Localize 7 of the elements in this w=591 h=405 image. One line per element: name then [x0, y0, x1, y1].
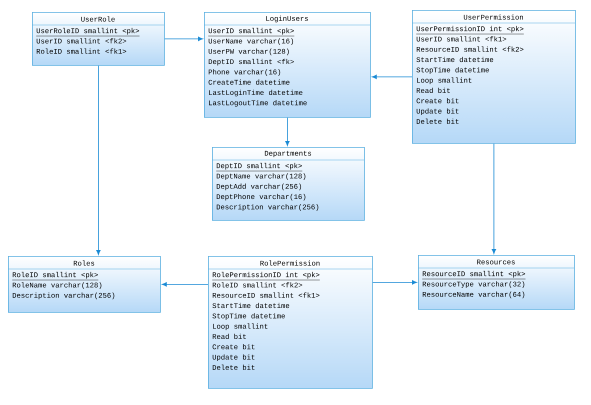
- arrow: [372, 280, 417, 285]
- arrow: [372, 74, 412, 80]
- arrow: [164, 36, 203, 42]
- arrow: [285, 117, 290, 146]
- arrow: [162, 282, 208, 287]
- arrow: [96, 65, 101, 255]
- arrow: [492, 143, 496, 254]
